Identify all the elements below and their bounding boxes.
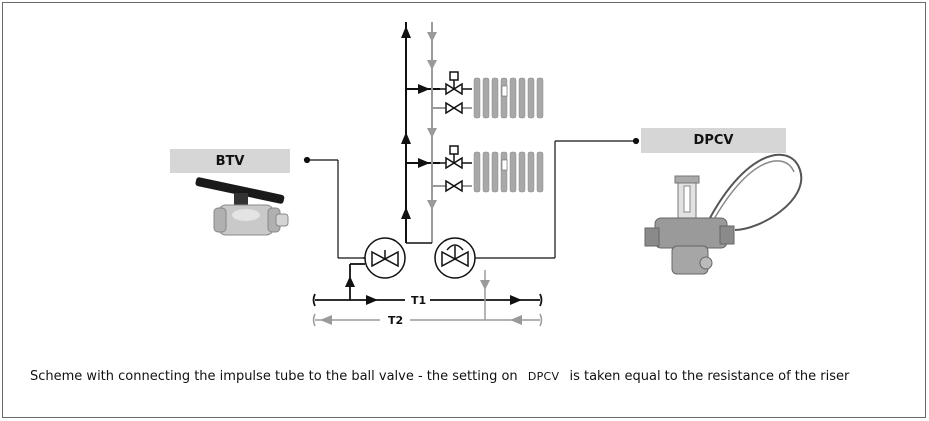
flow-arrow-icon xyxy=(401,26,411,38)
ball-valve-icon xyxy=(195,177,289,236)
t1-label: T1 xyxy=(411,294,426,307)
return-main xyxy=(312,270,543,327)
balancing-valve-icon xyxy=(364,237,406,279)
radiator-icon xyxy=(473,77,544,119)
caption-after: is taken equal to the resistance of the … xyxy=(569,369,850,384)
dpcv-label: DPCV xyxy=(641,128,786,153)
radiator-icon xyxy=(473,151,544,193)
radiator-valve-top xyxy=(440,71,472,96)
return-riser xyxy=(427,22,472,243)
radiator-valve-bottom xyxy=(440,145,472,170)
impulse-tube-btv xyxy=(303,156,365,259)
impulse-tube-dpcv xyxy=(475,137,640,259)
pressure-controller-valve-icon xyxy=(644,153,803,275)
balancing-valve-icon xyxy=(434,237,476,279)
caption-before: Scheme with connecting the impulse tube … xyxy=(30,369,518,384)
return-valve-top xyxy=(445,101,463,115)
flow-arrow-icon xyxy=(418,84,430,94)
supply-main xyxy=(312,263,543,307)
t2-label: T2 xyxy=(388,314,403,327)
supply-riser xyxy=(401,22,440,243)
return-valve-bottom xyxy=(445,179,463,193)
btv-label: BTV xyxy=(170,149,290,173)
caption-highlight: DPCV xyxy=(527,370,560,383)
flow-arrow-icon xyxy=(401,132,411,144)
caption: Scheme with connecting the impulse tube … xyxy=(30,369,850,385)
flow-arrow-icon xyxy=(418,158,430,168)
flow-arrow-icon xyxy=(401,207,411,219)
